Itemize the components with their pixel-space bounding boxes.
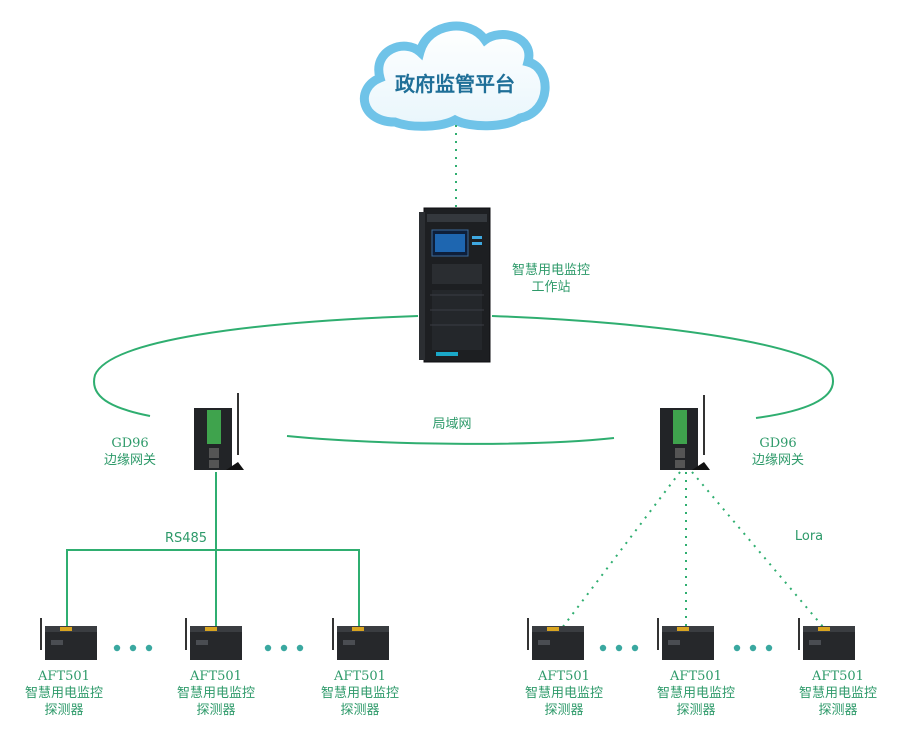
detector-model: AFT501 — [812, 669, 864, 684]
detector-name-line1: 智慧用电监控 — [524, 686, 603, 701]
workstation-label: 智慧用电监控 工作站 — [496, 262, 606, 296]
detector-name-line2: 探测器 — [340, 703, 380, 718]
rs485-label: RS485 — [164, 531, 208, 546]
detector-name-line1: 智慧用电监控 — [798, 686, 877, 701]
lan-ring-bottom — [286, 435, 615, 445]
workstation-label-line2: 工作站 — [531, 280, 571, 295]
workstation-icon — [419, 207, 491, 363]
detector-name-line1: 智慧用电监控 — [656, 686, 735, 701]
gateway-right-icon — [660, 395, 710, 470]
gateway-right-name: 边缘网关 — [751, 453, 804, 468]
detector-name-line2: 探测器 — [544, 703, 584, 718]
lan-label: 局域网 — [432, 417, 472, 432]
detector-1-label: AFT501 智慧用电监控 探测器 — [14, 668, 114, 719]
detector-3-label: AFT501 智慧用电监控 探测器 — [310, 668, 410, 719]
detector-1-icon — [40, 618, 97, 660]
detector-model: AFT501 — [190, 669, 242, 684]
gateway-left-label: GD96 边缘网关 — [90, 435, 170, 469]
detector-name-line1: 智慧用电监控 — [320, 686, 399, 701]
detector-5-label: AFT501 智慧用电监控 探测器 — [646, 668, 746, 719]
ellipsis-dots — [113, 644, 773, 652]
detector-name-line1: 智慧用电监控 — [176, 686, 255, 701]
detector-2-label: AFT501 智慧用电监控 探测器 — [166, 668, 266, 719]
cloud-shape — [359, 21, 550, 131]
detector-name-line2: 探测器 — [676, 703, 716, 718]
cloud-label: 政府监管平台 — [395, 72, 515, 96]
lan-ring-left — [93, 315, 419, 417]
detector-4-icon — [527, 618, 584, 660]
detector-2-icon — [185, 618, 242, 660]
detector-name-line2: 探测器 — [196, 703, 236, 718]
detector-model: AFT501 — [670, 669, 722, 684]
detector-4-label: AFT501 智慧用电监控 探测器 — [514, 668, 614, 719]
detector-6-label: AFT501 智慧用电监控 探测器 — [788, 668, 888, 719]
workstation-label-line1: 智慧用电监控 — [511, 263, 590, 278]
gateway-right-label: GD96 边缘网关 — [738, 435, 818, 469]
detector-5-icon — [657, 618, 714, 660]
gateway-left-model: GD96 — [111, 436, 149, 451]
rs485-bus — [66, 472, 360, 630]
gateway-left-name: 边缘网关 — [103, 453, 156, 468]
detector-name-line2: 探测器 — [44, 703, 84, 718]
detector-model: AFT501 — [538, 669, 590, 684]
detector-6-icon — [798, 618, 855, 660]
detector-3-icon — [332, 618, 389, 660]
detector-model: AFT501 — [334, 669, 386, 684]
gateway-right-model: GD96 — [759, 436, 797, 451]
detector-model: AFT501 — [38, 669, 90, 684]
detector-name-line2: 探测器 — [818, 703, 858, 718]
lora-links — [561, 471, 825, 629]
detector-name-line1: 智慧用电监控 — [24, 686, 103, 701]
lora-label: Lora — [794, 529, 824, 544]
gateway-left-icon — [194, 393, 244, 470]
lan-ring-right — [491, 315, 835, 419]
